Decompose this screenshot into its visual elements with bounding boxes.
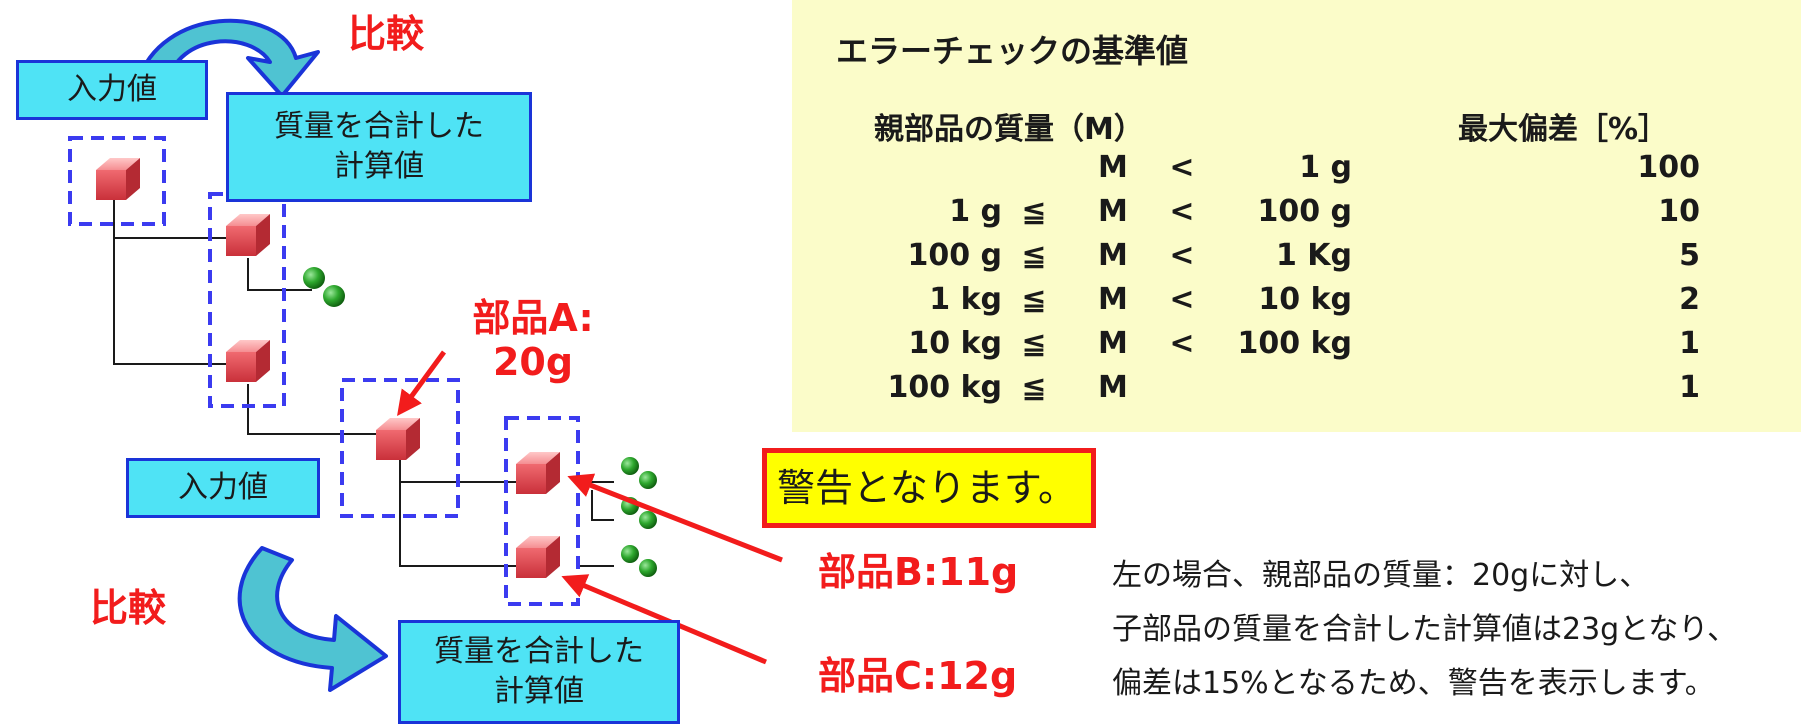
- sphere-pair-icon: [621, 457, 657, 489]
- warning-callout: 警告となります。: [762, 448, 1096, 528]
- criteria-row: 100 kg ≦ M 1: [792, 370, 1801, 414]
- criteria-row: M < 1 g 100: [792, 150, 1801, 194]
- calculated-value-line1: 質量を合計した: [274, 109, 484, 144]
- row-max-deviation: 10: [1658, 194, 1700, 229]
- row-mass-symbol: M: [1098, 282, 1128, 317]
- criteria-panel: エラーチェックの基準値 親部品の質量（M） 最大偏差［%］ M < 1 g 10…: [792, 0, 1801, 432]
- row-lower-bound: 100 kg: [887, 370, 1003, 405]
- row-mass-symbol: M: [1098, 194, 1128, 229]
- row-upper-bound: 1 g: [1299, 150, 1352, 185]
- row-max-deviation: 1: [1679, 370, 1700, 405]
- input-value-label: 入力値: [178, 470, 268, 505]
- row-lt-symbol: <: [1169, 150, 1195, 185]
- sphere-pair-icon: [303, 267, 345, 307]
- input-value-box-top: 入力値: [16, 60, 208, 120]
- row-lt-symbol: <: [1169, 282, 1195, 317]
- input-value-label: 入力値: [67, 72, 157, 107]
- cube-icon-part-a: [376, 418, 420, 460]
- row-mass-symbol: M: [1098, 370, 1128, 405]
- dashed-box-level1: [208, 192, 286, 408]
- explanation-line3: 偏差は15%となるため、警告を表示します。: [1112, 666, 1715, 701]
- row-mass-symbol: M: [1098, 238, 1128, 273]
- row-lte-symbol: ≦: [1021, 238, 1047, 273]
- compare-label-bottom: 比較: [90, 586, 167, 630]
- row-max-deviation: 1: [1679, 326, 1700, 361]
- row-lower-bound: 1 g: [949, 194, 1002, 229]
- criteria-title: エラーチェックの基準値: [836, 32, 1189, 70]
- row-upper-bound: 100 g: [1257, 194, 1352, 229]
- pointer-arrow-part-a: [397, 350, 447, 417]
- row-max-deviation: 5: [1679, 238, 1700, 273]
- row-mass-symbol: M: [1098, 150, 1128, 185]
- row-lte-symbol: ≦: [1021, 370, 1047, 405]
- row-upper-bound: 100 kg: [1237, 326, 1353, 361]
- calculated-value-line2: 計算値: [334, 149, 424, 184]
- compare-label-top: 比較: [348, 12, 425, 56]
- explanation-line1: 左の場合、親部品の質量：20gに対し、: [1112, 558, 1650, 593]
- criteria-row: 1 kg ≦ M < 10 kg 2: [792, 282, 1801, 326]
- dashed-boxes: [68, 136, 580, 606]
- part-c-label: 部品C:12g: [818, 654, 1018, 698]
- row-upper-bound: 10 kg: [1258, 282, 1352, 317]
- row-lte-symbol: ≦: [1021, 194, 1047, 229]
- row-lt-symbol: <: [1169, 194, 1195, 229]
- calculated-value-box-bottom: 質量を合計した 計算値: [398, 620, 680, 724]
- row-lte-symbol: ≦: [1021, 282, 1047, 317]
- row-max-deviation: 2: [1679, 282, 1700, 317]
- part-a-name: 部品A:: [472, 296, 594, 340]
- dashed-box-children: [504, 416, 580, 606]
- dashed-box-root: [68, 136, 166, 226]
- part-b-label: 部品B:11g: [818, 550, 1019, 594]
- compare-arrow-top: [136, 18, 320, 98]
- row-lower-bound: 1 kg: [929, 282, 1002, 317]
- row-upper-bound: 1 Kg: [1275, 238, 1352, 273]
- calculated-value-box-top: 質量を合計した 計算値: [226, 92, 532, 202]
- row-max-deviation: 100: [1637, 150, 1700, 185]
- input-value-box-bottom: 入力値: [126, 458, 320, 518]
- sphere-pair-icon: [621, 545, 657, 577]
- row-lower-bound: 100 g: [907, 238, 1002, 273]
- tree-diagram: [68, 18, 783, 692]
- criteria-row: 1 g ≦ M < 100 g 10: [792, 194, 1801, 238]
- row-lt-symbol: <: [1169, 238, 1195, 273]
- row-lower-bound: 10 kg: [908, 326, 1002, 361]
- criteria-row: 10 kg ≦ M < 100 kg 1: [792, 326, 1801, 370]
- row-lt-symbol: <: [1169, 326, 1195, 361]
- tree-connectors: [113, 200, 614, 567]
- cube-icon-part-b: [516, 452, 560, 494]
- compare-arrow-bottom: [237, 546, 388, 692]
- pointer-arrow-part-b: [567, 473, 783, 563]
- row-mass-symbol: M: [1098, 326, 1128, 361]
- cube-icon: [96, 158, 140, 200]
- cube-icon-part-c: [516, 536, 560, 578]
- column-header-mass: 親部品の質量（M）: [874, 112, 1144, 147]
- explanation-line2: 子部品の質量を合計した計算値は23gとなり、: [1112, 612, 1738, 647]
- column-header-deviation: 最大偏差［%］: [1458, 112, 1669, 147]
- calculated-value-line1: 質量を合計した: [434, 634, 644, 669]
- row-lte-symbol: ≦: [1021, 326, 1047, 361]
- criteria-row: 100 g ≦ M < 1 Kg 5: [792, 238, 1801, 282]
- cube-icon: [226, 214, 270, 256]
- calculated-value-line2: 計算値: [494, 674, 584, 709]
- part-a-mass: 20g: [492, 340, 574, 384]
- part-a-label: 部品A: 20g: [460, 296, 606, 384]
- cube-icon: [226, 340, 270, 382]
